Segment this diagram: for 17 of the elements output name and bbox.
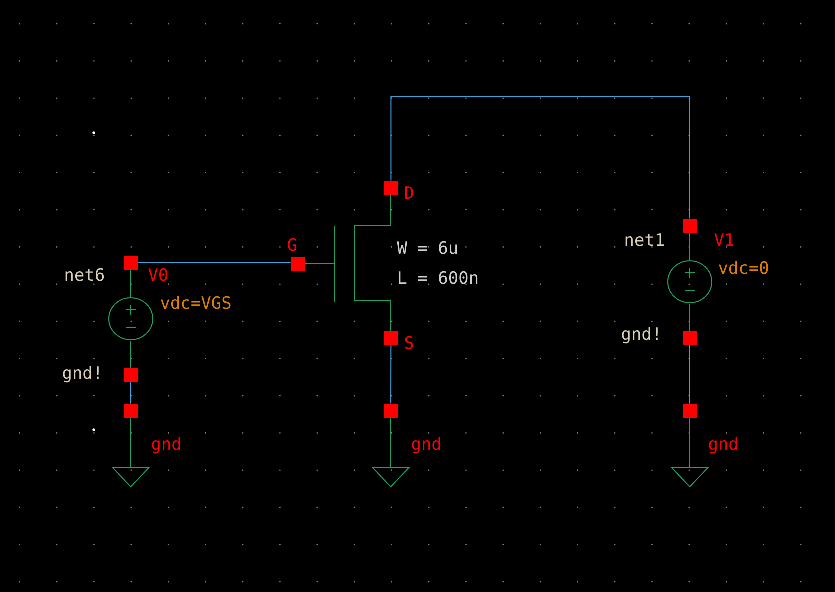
net-label: gnd [152,437,180,454]
parameter-label: vdc=VGS [161,296,231,310]
parameter-label: L = 600n [399,271,478,284]
wire [138,262,292,264]
parameter-label: vdc=0 [719,261,768,274]
pin-label: D [405,186,414,199]
wire [390,96,690,220]
instance-label: V1 [714,234,734,246]
net-label: gnd! [63,366,99,383]
wire [130,382,132,404]
wire [390,344,392,404]
pin-label: G [288,238,296,252]
pin-label: S [405,336,414,350]
net-label: gnd [709,437,738,454]
parameter-label: W = 6u [397,241,458,254]
instance-label: V0 [148,268,168,282]
net-label: gnd [412,437,440,454]
